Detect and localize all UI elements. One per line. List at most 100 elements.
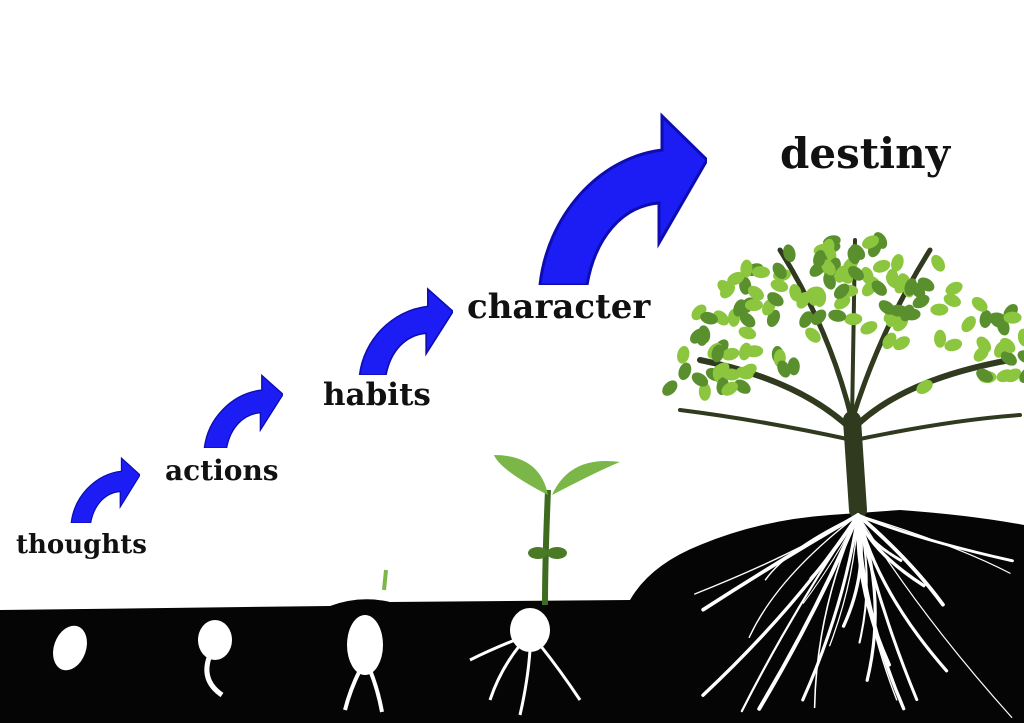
- leaf: [872, 259, 891, 273]
- leaf: [721, 381, 739, 396]
- leaf: [806, 288, 820, 306]
- leaf: [930, 303, 949, 316]
- leaf: [747, 285, 765, 301]
- leaf: [889, 304, 908, 317]
- leaf: [882, 332, 897, 350]
- leaf: [916, 379, 933, 395]
- leaf: [1017, 350, 1024, 364]
- leaf: [844, 313, 863, 326]
- root: [856, 513, 945, 607]
- root: [856, 513, 906, 711]
- leaf: [912, 294, 930, 309]
- leaf: [799, 311, 814, 328]
- tree-leaves: [662, 232, 1024, 401]
- leaf: [796, 291, 811, 309]
- leaf: [678, 362, 692, 380]
- arrow-icon: [70, 456, 140, 523]
- leaf: [934, 329, 947, 348]
- leaf: [735, 366, 754, 380]
- leaf: [740, 259, 753, 278]
- leaf: [727, 271, 745, 286]
- leaf: [871, 280, 887, 296]
- arrow-icon: [538, 112, 707, 285]
- leaf: [931, 254, 946, 272]
- leaf: [739, 312, 756, 328]
- leaf: [821, 259, 836, 276]
- leaf: [1017, 328, 1024, 347]
- root: [757, 513, 860, 711]
- root: [748, 514, 859, 638]
- leaf: [943, 293, 961, 307]
- leaf: [828, 309, 847, 322]
- leaf: [976, 336, 992, 353]
- germinating-seed: [198, 620, 232, 698]
- leaf: [811, 309, 827, 326]
- seed: [53, 625, 87, 671]
- leaf: [677, 345, 690, 364]
- leaf: [821, 238, 835, 257]
- leaf: [770, 279, 789, 293]
- seedling: [469, 455, 620, 716]
- leaf: [772, 262, 787, 279]
- label-destiny: destiny: [780, 129, 951, 178]
- leaf: [813, 250, 826, 268]
- leaf: [777, 360, 791, 378]
- label-thoughts: thoughts: [16, 530, 147, 560]
- leaf: [860, 321, 878, 335]
- root: [701, 513, 860, 612]
- leaf: [700, 311, 718, 325]
- tree-roots: [694, 513, 1014, 718]
- leaf: [767, 292, 784, 307]
- leaf: [787, 357, 800, 376]
- leaf: [860, 266, 874, 285]
- leaf: [999, 337, 1016, 353]
- leaf: [1000, 351, 1017, 366]
- leaf: [979, 310, 992, 328]
- leaf: [733, 299, 747, 317]
- root: [856, 513, 949, 673]
- leaf: [1004, 368, 1022, 383]
- root: [801, 513, 860, 702]
- root: [856, 513, 1014, 563]
- leaf: [1003, 311, 1022, 324]
- label-actions: actions: [165, 454, 279, 487]
- leaf: [745, 345, 764, 358]
- leaf: [722, 368, 741, 381]
- leaf: [713, 310, 729, 326]
- leaf: [850, 244, 866, 260]
- leaf: [833, 283, 850, 299]
- label-character: character: [467, 287, 651, 327]
- sprout: [343, 569, 388, 713]
- arrow-icon: [203, 373, 283, 448]
- leaf: [744, 299, 763, 312]
- leaf: [805, 327, 821, 343]
- leaf: [891, 254, 904, 272]
- leaf: [823, 272, 836, 290]
- leaf: [834, 265, 849, 283]
- leaf: [734, 379, 751, 394]
- root: [829, 514, 859, 647]
- leaf: [904, 278, 918, 296]
- leaf: [886, 268, 899, 287]
- leaf: [698, 382, 711, 401]
- leaf: [783, 244, 796, 263]
- leaf: [711, 344, 724, 363]
- leaf: [691, 372, 709, 387]
- leaf: [848, 266, 864, 281]
- root: [764, 514, 859, 581]
- arrow-icon: [358, 287, 453, 375]
- leaf: [893, 336, 910, 351]
- leaf: [738, 326, 757, 340]
- leaf: [945, 281, 963, 296]
- leaf: [862, 235, 879, 249]
- leaf: [721, 347, 740, 361]
- leaf: [698, 325, 711, 344]
- leaf: [662, 380, 678, 396]
- leaf: [971, 296, 988, 312]
- leaf: [976, 368, 993, 383]
- leaf: [717, 280, 734, 295]
- leaf: [1019, 367, 1024, 384]
- leaf: [944, 338, 963, 352]
- root: [857, 514, 1011, 574]
